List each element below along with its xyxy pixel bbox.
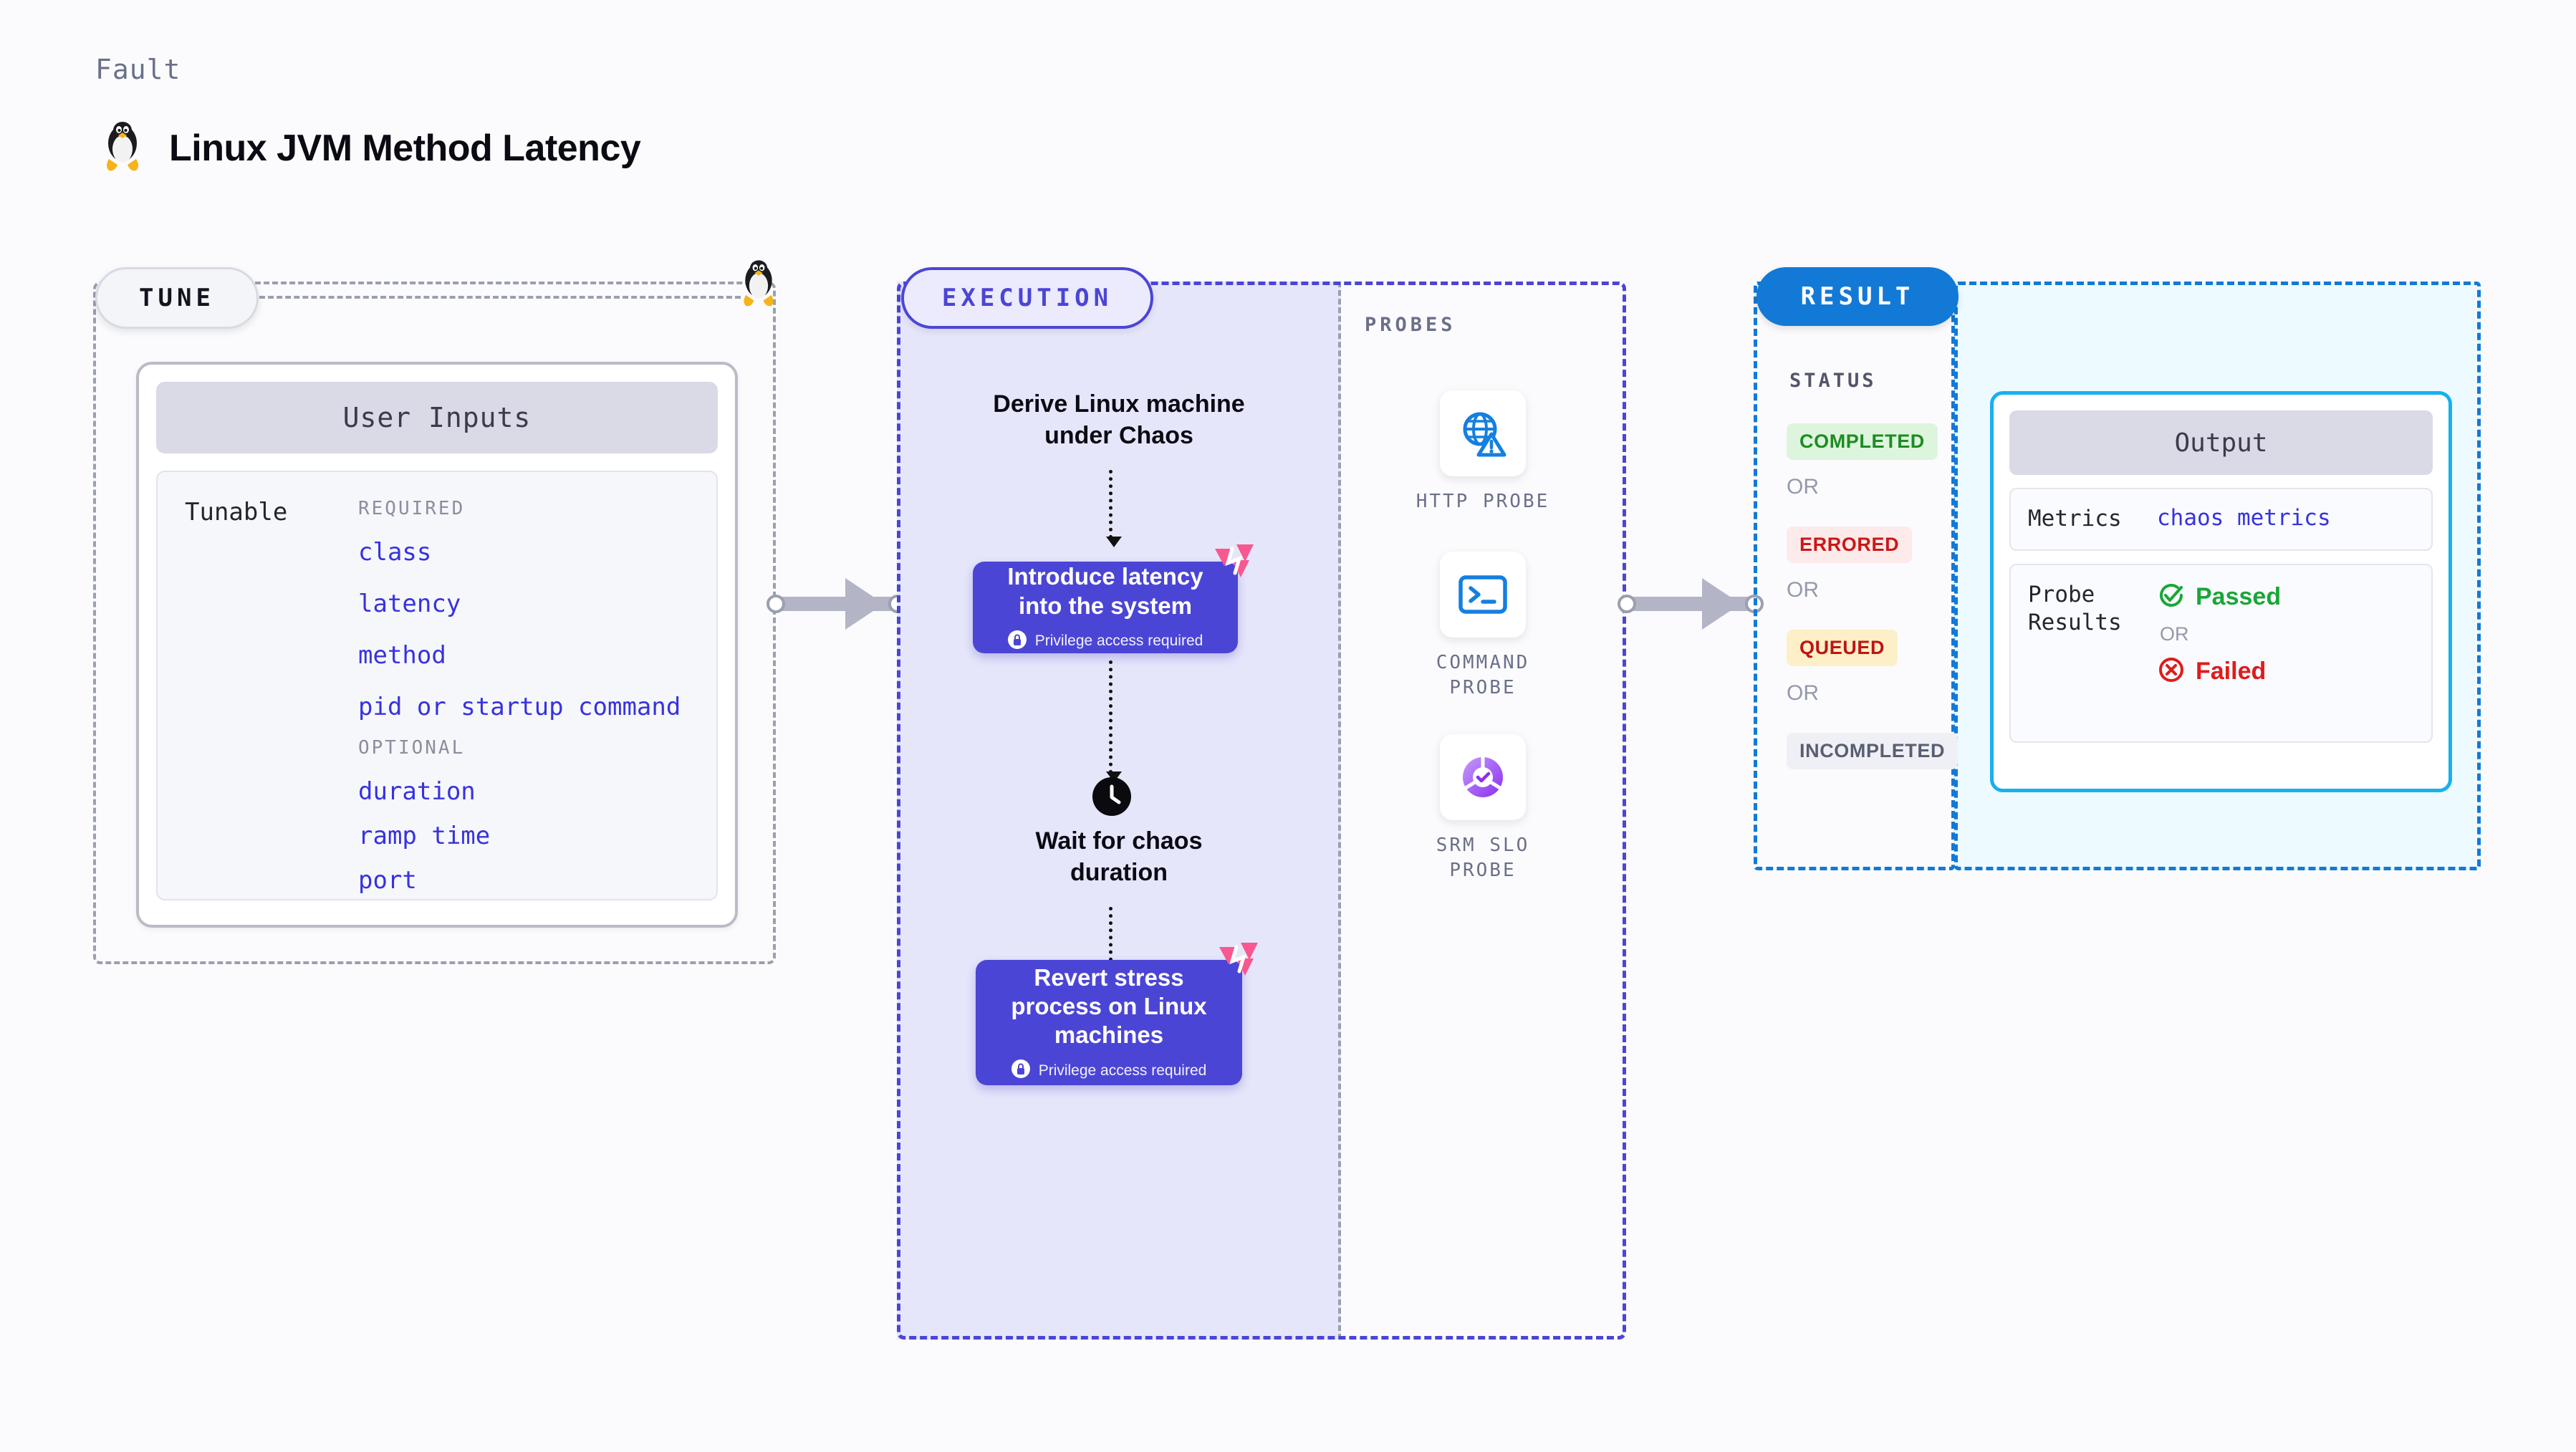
page-title: Linux JVM Method Latency (169, 128, 641, 169)
tune-pill[interactable]: TUNE (95, 267, 259, 329)
harness-logo-icon (1211, 544, 1254, 587)
tunable-item-pid-or-startup-command[interactable]: pid or startup command (358, 693, 681, 721)
probe-result-passed: Passed (2157, 581, 2281, 613)
status-badge-completed: COMPLETED (1787, 423, 1938, 460)
tunable-item-method[interactable]: method (358, 641, 446, 670)
fault-eyebrow-label: Fault (95, 54, 181, 85)
probe-command[interactable]: COMMAND PROBE (1400, 552, 1565, 701)
status-badge-queued: QUEUED (1787, 630, 1898, 666)
privilege-text: Privilege access required (1034, 633, 1203, 650)
arrow-derive-to-inject (1106, 470, 1122, 547)
required-group-label: REQUIRED (358, 498, 466, 519)
status-badge-errored: ERRORED (1787, 527, 1913, 563)
privilege-row: Privilege access required (1011, 1059, 1207, 1082)
step-derive-label: Derive Linux machine under Chaos (993, 390, 1245, 449)
x-circle-icon (2157, 655, 2186, 688)
output-header: Output (2009, 410, 2433, 475)
status-or-1: OR (1787, 475, 1819, 499)
step-introduce-latency-box[interactable]: Introduce latency into the system Privil… (973, 544, 1254, 653)
lock-icon (1011, 1059, 1030, 1082)
slo-gauge-icon (1440, 734, 1526, 820)
tunable-item-duration[interactable]: duration (358, 777, 476, 806)
arrow-inject-to-wait (1106, 660, 1122, 782)
output-metrics-row: Metrics chaos metrics (2009, 488, 2433, 551)
step-wait-label: Wait for chaos duration (1035, 827, 1203, 886)
execution-region (897, 282, 1626, 1340)
tune-top-dash-line (259, 296, 741, 299)
status-or-3: OR (1787, 681, 1819, 705)
clock-icon (1092, 777, 1131, 816)
status-title: STATUS (1789, 370, 1877, 392)
step-introduce-latency-title: Introduce latency into the system (1007, 563, 1203, 619)
harness-logo-icon (1215, 943, 1258, 985)
tunable-item-class[interactable]: class (358, 538, 432, 567)
step-revert-stress-title: Revert stress process on Linux machines (1011, 963, 1207, 1049)
probe-http[interactable]: HTTP PROBE (1400, 390, 1565, 514)
tunable-body: Tunable REQUIRED class latency method pi… (156, 471, 718, 900)
metrics-key: Metrics (2028, 506, 2122, 532)
tunable-item-ramp-time[interactable]: ramp time (358, 822, 491, 850)
terminal-icon (1440, 552, 1526, 638)
status-or-2: OR (1787, 578, 1819, 602)
probe-command-label: COMMAND PROBE (1436, 652, 1530, 699)
tux-penguin-icon (100, 122, 145, 175)
tunable-list: REQUIRED class latency method pid or sta… (358, 498, 695, 895)
lock-icon (1007, 630, 1027, 653)
privilege-row: Privilege access required (1007, 630, 1203, 653)
check-circle-icon (2157, 581, 2186, 613)
page-title-row: Linux JVM Method Latency (100, 122, 641, 175)
probe-passed-label: Passed (2196, 582, 2282, 610)
metrics-value[interactable]: chaos metrics (2157, 505, 2331, 531)
tunable-item-port[interactable]: port (358, 866, 417, 895)
probe-srm-slo-label: SRM SLO PROBE (1436, 835, 1530, 882)
probe-result-failed: Failed (2157, 655, 2281, 688)
tunable-item-latency[interactable]: latency (358, 590, 461, 618)
user-inputs-card: User Inputs Tunable REQUIRED class laten… (136, 362, 738, 928)
probes-title: PROBES (1365, 314, 1456, 336)
step-revert-stress-box[interactable]: Revert stress process on Linux machines … (976, 943, 1258, 1085)
probe-srm-slo[interactable]: SRM SLO PROBE (1400, 734, 1565, 883)
status-badge-incompleted: INCOMPLETED (1787, 733, 1959, 769)
optional-group-label: OPTIONAL (358, 737, 466, 759)
execution-pill[interactable]: EXECUTION (901, 267, 1153, 329)
globe-warning-icon (1440, 390, 1526, 476)
probe-http-label: HTTP PROBE (1416, 491, 1550, 512)
tux-penguin-icon (738, 260, 779, 314)
privilege-text: Privilege access required (1038, 1062, 1207, 1079)
probe-results-key: Probe Results (2028, 581, 2122, 636)
tune-region (93, 282, 776, 964)
probe-results-values: Passed OR Failed (2157, 581, 2281, 726)
user-inputs-header: User Inputs (156, 382, 718, 453)
probe-failed-label: Failed (2196, 657, 2267, 685)
output-probe-results-row: Probe Results Passed OR (2009, 563, 2433, 743)
output-card: Output Metrics chaos metrics Probe Resul… (1990, 391, 2452, 792)
probe-result-or: OR (2160, 622, 2189, 645)
tunable-label: Tunable (185, 498, 288, 527)
result-pill[interactable]: RESULT (1756, 267, 1959, 326)
